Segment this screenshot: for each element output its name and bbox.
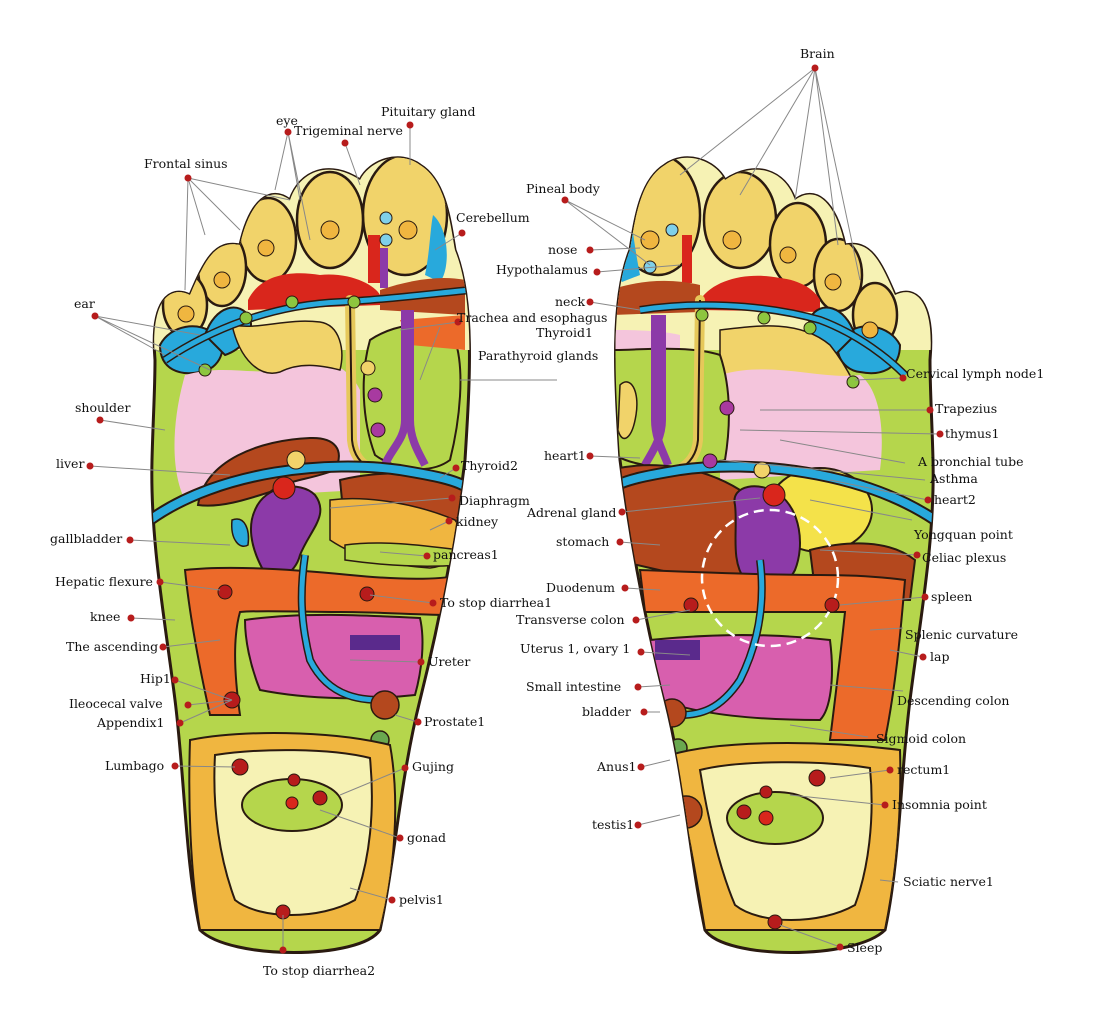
label-frontal-sinus: Frontal sinus [144, 156, 228, 171]
label-brain: Brain [800, 46, 835, 61]
label-trapezius: Trapezius [935, 401, 998, 416]
label-trachea-esophagus: Trachea and esophagus [457, 310, 608, 325]
label-kidney: kidney [456, 514, 499, 529]
label-prostate1: Prostate1 [424, 714, 486, 729]
label-lumbago: Lumbago [105, 758, 165, 773]
label-pineal-body: Pineal body [526, 181, 600, 196]
right-foot [614, 156, 935, 954]
label-to-stop-diarrhea2: To stop diarrhea2 [263, 963, 376, 978]
label-thymus1: thymus1 [945, 426, 1000, 441]
label-shoulder: shoulder [75, 400, 131, 415]
label-splenic-curvature: Splenic curvature [905, 627, 1018, 642]
right-markers [640, 223, 879, 930]
label-spleen: spleen [931, 589, 973, 604]
label-the-ascending: The ascending [66, 639, 159, 654]
label-asthma: Asthma [930, 471, 978, 486]
label-descending-colon: Descending colon [897, 693, 1010, 708]
label-trigeminal-nerve: Trigeminal nerve [294, 123, 403, 138]
left-foot [150, 156, 471, 954]
label-parathyroid-glands: Parathyroid glands [478, 348, 599, 363]
label-cerebellum: Cerebellum [456, 210, 530, 225]
label-bronchial-tube: A bronchial tube [918, 454, 1024, 469]
label-heart1: heart1 [544, 448, 586, 463]
label-lap: lap [930, 649, 950, 664]
label-anus1: Anus1 [597, 759, 637, 774]
label-duodenum: Duodenum [546, 580, 615, 595]
label-appendix1: Appendix1 [97, 715, 165, 730]
right-leader-lines [564, 67, 941, 948]
label-hypothalamus: Hypothalamus [496, 262, 588, 277]
right-insomnia-area [726, 791, 824, 845]
label-neck: neck [555, 294, 586, 309]
label-celiac-plexus: Celiac plexus [922, 550, 1007, 565]
label-thyroid2: Thyroid2 [461, 458, 518, 473]
label-ear: ear [74, 296, 95, 311]
right-toe-2 [702, 170, 778, 270]
label-pelvis1: pelvis1 [399, 892, 444, 907]
label-ileocecal-valve: Ileocecal valve [69, 696, 163, 711]
label-testis1: testis1 [592, 817, 635, 832]
label-yongquan-point: Yongquan point [914, 527, 1013, 542]
label-sciatic-nerve1: Sciatic nerve1 [903, 874, 994, 889]
label-cervical-lymph-node1: Cervical lymph node1 [906, 366, 1045, 381]
label-pituitary-gland: Pituitary gland [381, 104, 476, 119]
label-bladder: bladder [582, 704, 631, 719]
label-gonad: gonad [407, 830, 447, 845]
right-stomach-area [733, 485, 801, 590]
label-insomnia-point: Insomnia point [892, 797, 987, 812]
yongquan-circle [700, 508, 840, 648]
label-hip1: Hip1 [140, 671, 171, 686]
label-dots [86, 64, 944, 954]
label-pancreas1: pancreas1 [433, 547, 499, 562]
label-transverse-colon: Transverse colon [516, 612, 625, 627]
label-rectum1: rectum1 [897, 762, 951, 777]
label-knee: knee [90, 609, 121, 624]
label-gallbladder: gallbladder [50, 531, 123, 546]
left-markers [177, 211, 418, 920]
label-stomach: stomach [556, 534, 610, 549]
label-adrenal-gland: Adrenal gland [527, 505, 617, 520]
label-liver: liver [56, 456, 85, 471]
right-colon-area [638, 568, 907, 741]
label-ureter: Ureter [428, 654, 471, 669]
label-thyroid1: Thyroid1 [536, 325, 593, 340]
label-sigmoid-colon: Sigmoid colon [876, 731, 967, 746]
label-diaphragm: Diaphragm [459, 493, 530, 508]
label-small-intestine: Small intestine [526, 679, 622, 694]
left-colon-area [183, 566, 462, 716]
label-nose: nose [548, 242, 578, 257]
label-sleep: Sleep [847, 940, 883, 955]
label-gujing: Gujing [412, 759, 454, 774]
left-toe-2 [295, 170, 365, 270]
label-hepatic-flexure: Hepatic flexure [55, 574, 153, 589]
label-eye: eye [276, 113, 298, 128]
label-uterus-ovary: Uterus 1, ovary 1 [520, 641, 631, 656]
left-leader-lines [89, 125, 557, 950]
label-to-stop-diarrhea1: To stop diarrhea1 [440, 595, 553, 610]
label-heart2: heart2 [934, 492, 976, 507]
